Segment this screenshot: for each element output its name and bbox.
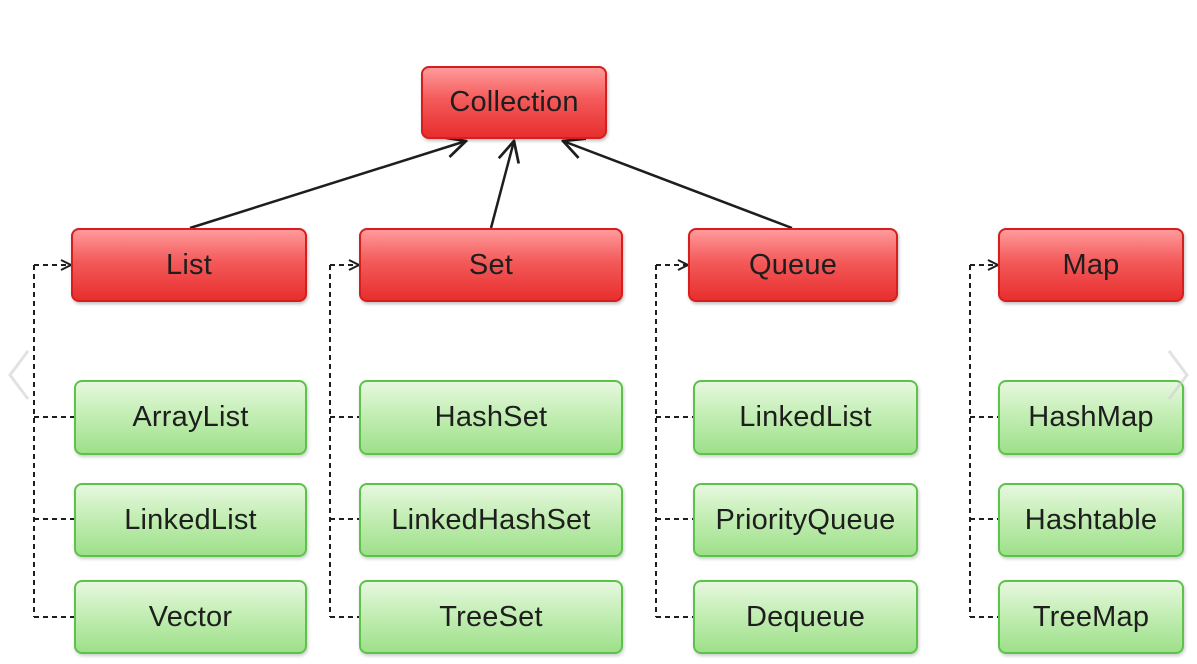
node-treeset: TreeSet bbox=[359, 580, 623, 654]
node-hashset: HashSet bbox=[359, 380, 623, 455]
node-set: Set bbox=[359, 228, 623, 302]
edge-set-to-collection bbox=[489, 141, 514, 229]
edge-queue-to-collection bbox=[563, 141, 793, 230]
node-treemap: TreeMap bbox=[998, 580, 1184, 654]
node-collection: Collection bbox=[421, 66, 607, 139]
node-linkedhashset: LinkedHashSet bbox=[359, 483, 623, 557]
node-priorityqueue: PriorityQueue bbox=[693, 483, 918, 557]
node-hashmap: HashMap bbox=[998, 380, 1184, 455]
node-list: List bbox=[71, 228, 307, 302]
chevron-left-icon[interactable] bbox=[4, 345, 34, 405]
node-vector: Vector bbox=[74, 580, 307, 654]
node-map: Map bbox=[998, 228, 1184, 302]
node-queue: Queue bbox=[688, 228, 898, 302]
node-linkedlist-list: LinkedList bbox=[74, 483, 307, 557]
chevron-right-icon[interactable] bbox=[1163, 345, 1193, 405]
node-linkedlist-queue: LinkedList bbox=[693, 380, 918, 455]
node-arraylist: ArrayList bbox=[74, 380, 307, 455]
node-dequeue: Dequeue bbox=[693, 580, 918, 654]
edge-list-to-collection bbox=[189, 141, 466, 230]
node-hashtable: Hashtable bbox=[998, 483, 1184, 557]
